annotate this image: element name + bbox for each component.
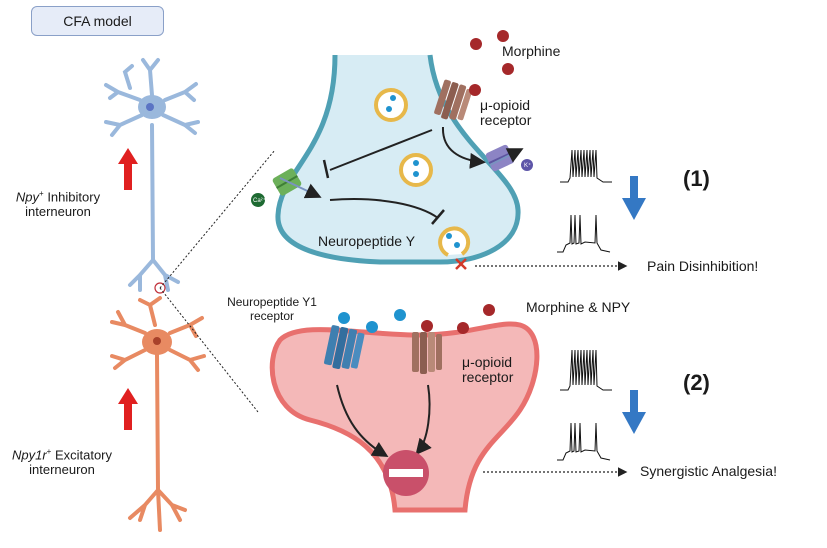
releasing-vesicle — [438, 226, 471, 257]
presynaptic-terminal — [275, 54, 521, 265]
gene-superscript: + — [46, 447, 52, 456]
neuron-type: Excitatory — [51, 447, 113, 463]
npy1-receptor-icon — [324, 325, 365, 369]
morphine-molecule — [483, 304, 495, 316]
mor-signal-arrow — [415, 384, 432, 456]
mor-label-line2: receptor — [480, 112, 532, 128]
excitatory-neuron — [110, 296, 206, 532]
mor-label-line1: μ-opioid — [462, 354, 513, 370]
npy-molecule — [338, 312, 350, 324]
neuron-class: interneuron — [25, 204, 91, 220]
inhibition-line — [329, 198, 439, 219]
postsynaptic-terminal — [269, 321, 540, 513]
calcium-ion-label: Ca²⁺ — [253, 197, 266, 204]
potassium-efflux-arrow — [489, 148, 524, 166]
mor-label-1: μ-opioid receptor — [480, 98, 531, 128]
inhibitory-neuron-label: Npy+ Inhibitory interneuron — [4, 186, 112, 219]
npy1-receptor-label: Neuropeptide Y1 receptor — [222, 295, 322, 323]
calcium-ion-icon — [251, 193, 265, 207]
inhibition-bar — [322, 159, 330, 179]
neuron-class: interneuron — [29, 462, 95, 478]
excitatory-neuron-label: Npy1r+ Excitatory interneuron — [4, 444, 120, 477]
neuron-type: Inhibitory — [43, 189, 101, 205]
cfa-model-box: CFA model — [31, 6, 164, 36]
potassium-ion-icon — [521, 159, 533, 171]
vesicle — [374, 88, 408, 122]
mor-label-line2: receptor — [462, 369, 514, 385]
npy-molecule — [394, 309, 406, 321]
gene-name: Npy — [15, 189, 40, 205]
firing-trace-high-1 — [560, 149, 612, 183]
panel-number-1: (1) — [683, 166, 710, 191]
increase-arrow-icon-1 — [118, 148, 138, 190]
vesicle — [399, 153, 433, 187]
morphine-label: Morphine — [502, 43, 561, 59]
decrease-arrow-icon-1 — [622, 176, 646, 220]
firing-trace-low-2 — [557, 422, 611, 461]
morphine-molecule — [502, 63, 514, 75]
npy1-label-line2: receptor — [249, 309, 295, 323]
neuropeptide-y-label: Neuropeptide Y — [318, 233, 416, 249]
calcium-influx-arrow — [279, 177, 322, 199]
block-x-icon — [455, 258, 467, 270]
gene-name: Npy1r — [11, 447, 47, 463]
firing-trace-low-1 — [557, 214, 611, 253]
inhibition-sign-icon — [383, 450, 429, 496]
npy-molecule — [366, 321, 378, 333]
mu-opioid-receptor-icon — [434, 79, 473, 121]
mu-opioid-receptor-icon-2 — [412, 332, 442, 374]
activation-arrow — [441, 126, 486, 169]
mor-label-2: μ-opioid receptor — [462, 355, 513, 385]
potassium-ion-label: K⁺ — [524, 162, 531, 169]
morphine-molecule — [497, 30, 509, 42]
npy1-signal-arrow — [336, 384, 389, 458]
inhibition-bar — [431, 209, 445, 225]
morphine-molecule — [470, 38, 482, 50]
npy1-label-line1: Neuropeptide Y1 — [227, 295, 317, 309]
morphine-molecule — [469, 84, 481, 96]
increase-arrow-icon-2 — [118, 388, 138, 430]
synapse-marker — [154, 282, 166, 294]
panel-number-2: (2) — [683, 370, 710, 395]
outcome-2-label: Synergistic Analgesia! — [640, 463, 777, 479]
firing-trace-high-2 — [560, 349, 612, 391]
outcome-1-label: Pain Disinhibition! — [647, 258, 759, 274]
inhibitory-neuron — [104, 58, 200, 292]
inhibition-line — [329, 129, 433, 171]
gene-superscript: + — [39, 189, 44, 198]
zoom-line — [159, 149, 276, 289]
morphine-molecule — [457, 322, 469, 334]
morphine-npy-label: Morphine & NPY — [526, 299, 631, 315]
mor-label-line1: μ-opioid — [480, 97, 531, 113]
morphine-molecule — [421, 320, 433, 332]
decrease-arrow-icon-2 — [622, 390, 646, 434]
